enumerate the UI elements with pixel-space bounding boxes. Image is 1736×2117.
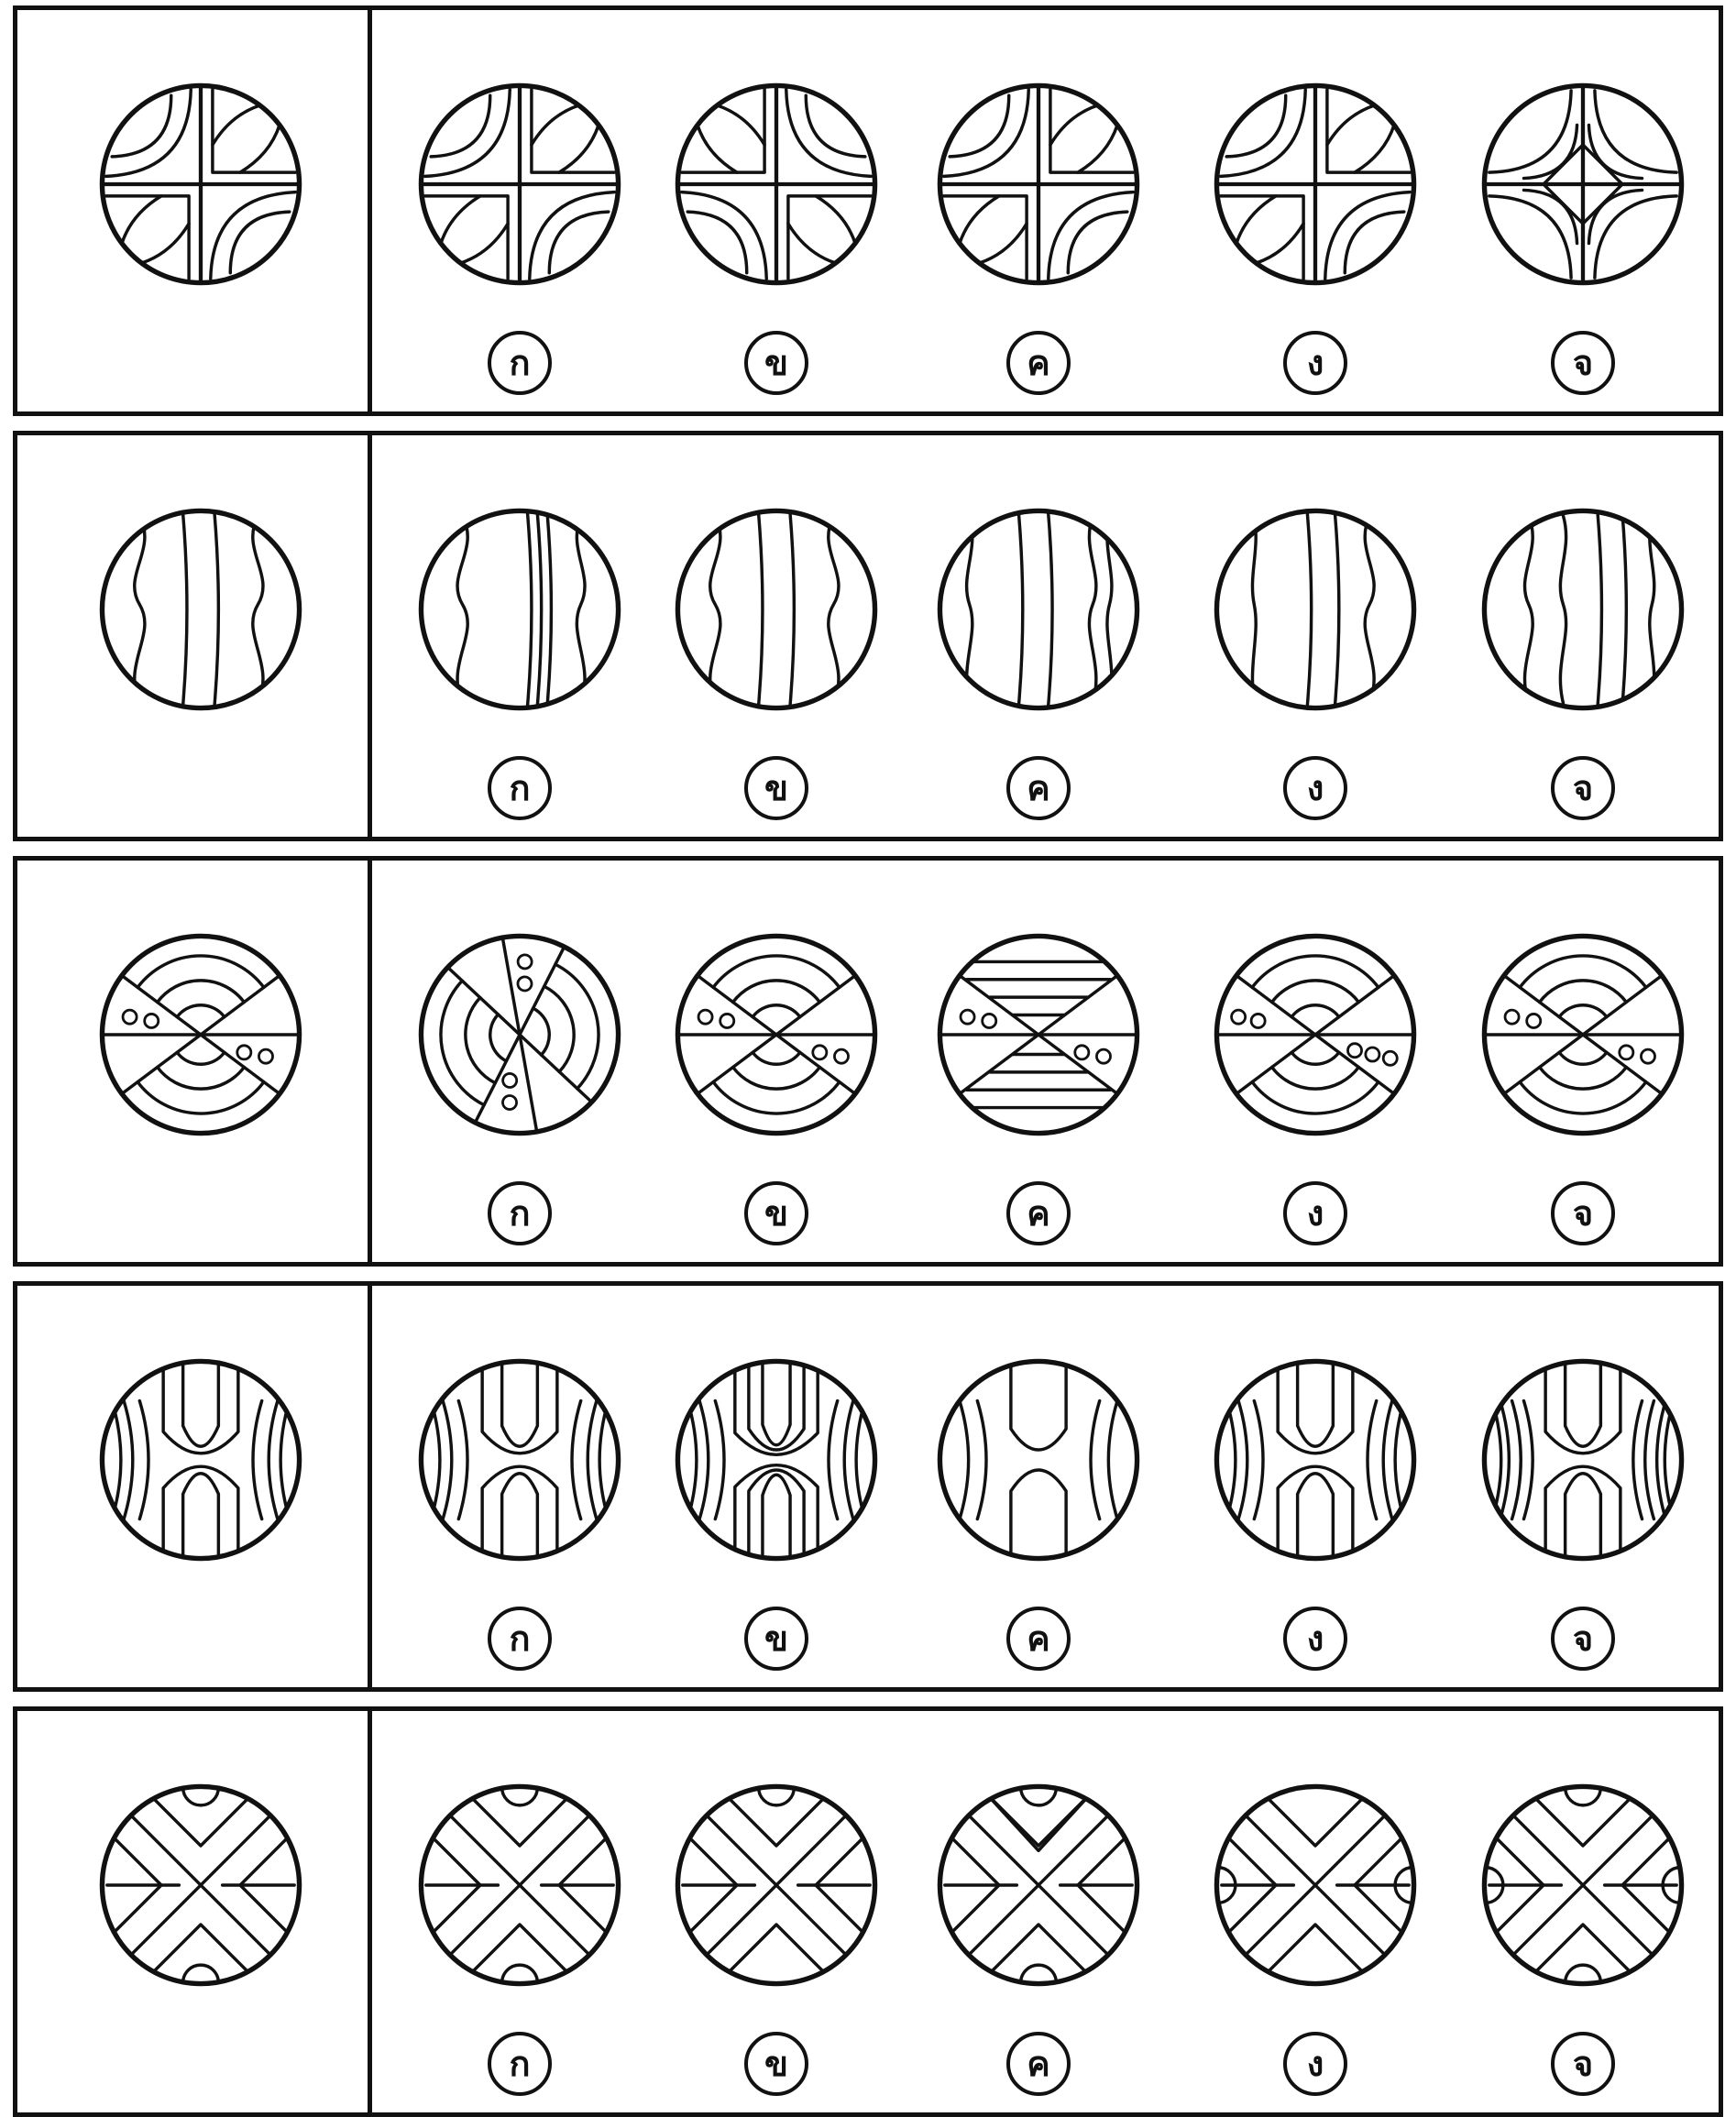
option-figure-2-1[interactable] bbox=[415, 505, 624, 714]
option-figure-5-2[interactable] bbox=[672, 1781, 881, 1990]
option-label-1-5[interactable]: จ bbox=[1551, 331, 1615, 395]
option-label-1-4[interactable]: ง bbox=[1283, 331, 1347, 395]
option-label-2-5[interactable]: จ bbox=[1551, 756, 1615, 820]
option-figure-2-2[interactable] bbox=[672, 505, 881, 714]
option-label-2-3[interactable]: ค bbox=[1006, 756, 1071, 820]
prompt-figure-5 bbox=[96, 1781, 305, 1990]
option-label-1-2[interactable]: ข bbox=[744, 331, 808, 395]
option-label-2-1[interactable]: ก bbox=[488, 756, 552, 820]
option-figure-3-4[interactable] bbox=[1211, 930, 1420, 1139]
problem-row-3: กขคงจ bbox=[13, 856, 1723, 1267]
option-figure-4-5[interactable] bbox=[1478, 1355, 1687, 1564]
option-figure-1-1[interactable] bbox=[415, 80, 624, 289]
prompt-figure-2 bbox=[96, 505, 305, 714]
option-label-5-3[interactable]: ค bbox=[1006, 2032, 1071, 2096]
option-figure-4-2[interactable] bbox=[672, 1355, 881, 1564]
option-label-4-4[interactable]: ง bbox=[1283, 1607, 1347, 1671]
option-figure-1-3[interactable] bbox=[934, 80, 1143, 289]
option-figure-3-2[interactable] bbox=[672, 930, 881, 1139]
option-figure-1-2[interactable] bbox=[672, 80, 881, 289]
option-label-3-1[interactable]: ก bbox=[488, 1181, 552, 1245]
option-label-3-5[interactable]: จ bbox=[1551, 1181, 1615, 1245]
option-figure-4-1[interactable] bbox=[415, 1355, 624, 1564]
option-figure-2-3[interactable] bbox=[934, 505, 1143, 714]
row-divider bbox=[368, 861, 372, 1262]
problem-row-5: กขคงจ bbox=[13, 1706, 1723, 2117]
option-figure-2-4[interactable] bbox=[1211, 505, 1420, 714]
prompt-figure-1 bbox=[96, 80, 305, 289]
option-label-1-1[interactable]: ก bbox=[488, 331, 552, 395]
row-divider bbox=[368, 1286, 372, 1687]
option-label-3-4[interactable]: ง bbox=[1283, 1181, 1347, 1245]
option-figure-1-4[interactable] bbox=[1211, 80, 1420, 289]
row-divider bbox=[368, 435, 372, 837]
problem-row-2: กขคงจ bbox=[13, 431, 1723, 841]
option-label-1-3[interactable]: ค bbox=[1006, 331, 1071, 395]
row-divider bbox=[368, 1711, 372, 2112]
option-label-2-2[interactable]: ข bbox=[744, 756, 808, 820]
row-divider bbox=[368, 10, 372, 411]
option-figure-4-3[interactable] bbox=[934, 1355, 1143, 1564]
option-label-5-5[interactable]: จ bbox=[1551, 2032, 1615, 2096]
option-label-3-2[interactable]: ข bbox=[744, 1181, 808, 1245]
option-figure-4-4[interactable] bbox=[1211, 1355, 1420, 1564]
option-label-5-1[interactable]: ก bbox=[488, 2032, 552, 2096]
problem-row-1: กขคงจ bbox=[13, 5, 1723, 416]
option-label-5-2[interactable]: ข bbox=[744, 2032, 808, 2096]
prompt-figure-3 bbox=[96, 930, 305, 1139]
option-label-4-3[interactable]: ค bbox=[1006, 1607, 1071, 1671]
problem-row-4: กขคงจ bbox=[13, 1281, 1723, 1692]
option-label-2-4[interactable]: ง bbox=[1283, 756, 1347, 820]
option-label-3-3[interactable]: ค bbox=[1006, 1181, 1071, 1245]
option-label-4-1[interactable]: ก bbox=[488, 1607, 552, 1671]
option-figure-5-3[interactable] bbox=[934, 1781, 1143, 1990]
option-figure-5-5[interactable] bbox=[1478, 1781, 1687, 1990]
option-figure-3-5[interactable] bbox=[1478, 930, 1687, 1139]
option-figure-1-5[interactable] bbox=[1478, 80, 1687, 289]
option-label-4-5[interactable]: จ bbox=[1551, 1607, 1615, 1671]
option-label-5-4[interactable]: ง bbox=[1283, 2032, 1347, 2096]
prompt-figure-4 bbox=[96, 1355, 305, 1564]
option-figure-2-5[interactable] bbox=[1478, 505, 1687, 714]
option-figure-3-1[interactable] bbox=[415, 930, 624, 1139]
option-label-4-2[interactable]: ข bbox=[744, 1607, 808, 1671]
option-figure-5-4[interactable] bbox=[1211, 1781, 1420, 1990]
option-figure-3-3[interactable] bbox=[934, 930, 1143, 1139]
option-figure-5-1[interactable] bbox=[415, 1781, 624, 1990]
